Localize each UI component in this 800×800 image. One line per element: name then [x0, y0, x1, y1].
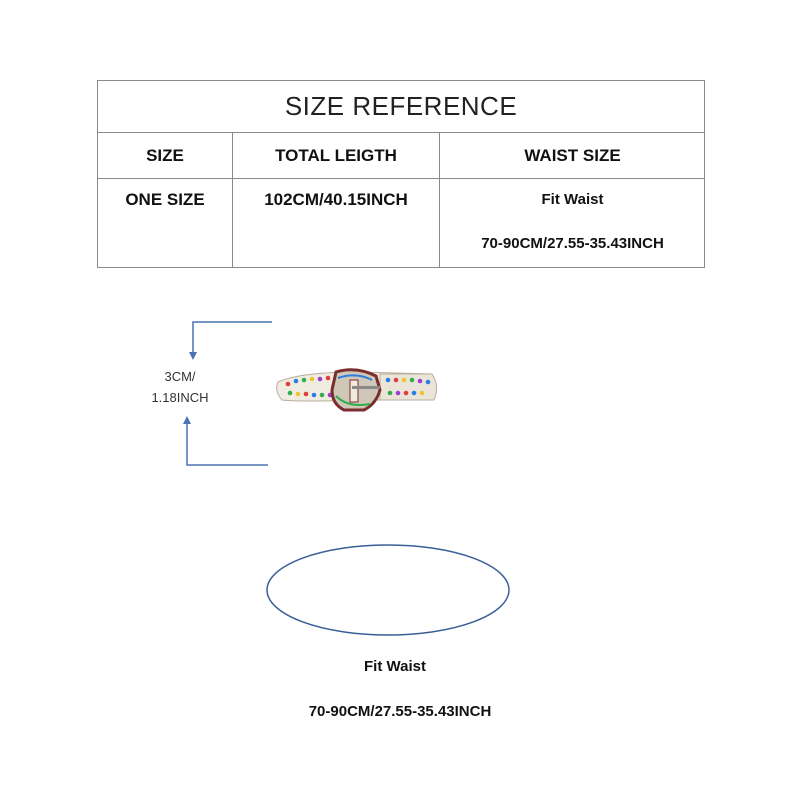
- cell-total-length: 102CM/40.15INCH: [264, 190, 408, 209]
- belt-width-inch: 1.18INCH: [151, 390, 209, 405]
- cell-waist-size: Fit Waist 70-90CM/27.55-35.43INCH: [440, 179, 705, 268]
- belt-width-cm: 3CM/: [164, 369, 196, 384]
- waist-fit-label: Fit Waist: [364, 658, 426, 675]
- header-size: SIZE: [146, 145, 184, 165]
- column-divider: [232, 133, 233, 268]
- cell-waist-fit-label: Fit Waist: [541, 191, 604, 208]
- header-total-length: TOTAL LEIGTH: [275, 145, 397, 165]
- header-waist-size: WAIST SIZE: [524, 145, 621, 165]
- waist-fit-range: 70-90CM/27.55-35.43INCH: [308, 703, 492, 720]
- table-title: SIZE REFERENCE: [98, 81, 704, 133]
- waist-ellipse: [266, 544, 510, 636]
- belt-image: [276, 368, 438, 412]
- row-divider: [98, 178, 704, 179]
- size-reference-table: SIZE REFERENCE SIZE TOTAL LEIGTH WAIST S…: [97, 80, 705, 268]
- cell-waist-range: 70-90CM/27.55-35.43INCH: [481, 235, 664, 252]
- column-divider: [439, 133, 440, 268]
- cell-size: ONE SIZE: [125, 190, 205, 209]
- belt-width-label: 3CM/ 1.18INCH: [140, 366, 220, 408]
- dimension-arrow-top: [189, 321, 272, 360]
- dimension-arrow-bottom: [183, 416, 268, 466]
